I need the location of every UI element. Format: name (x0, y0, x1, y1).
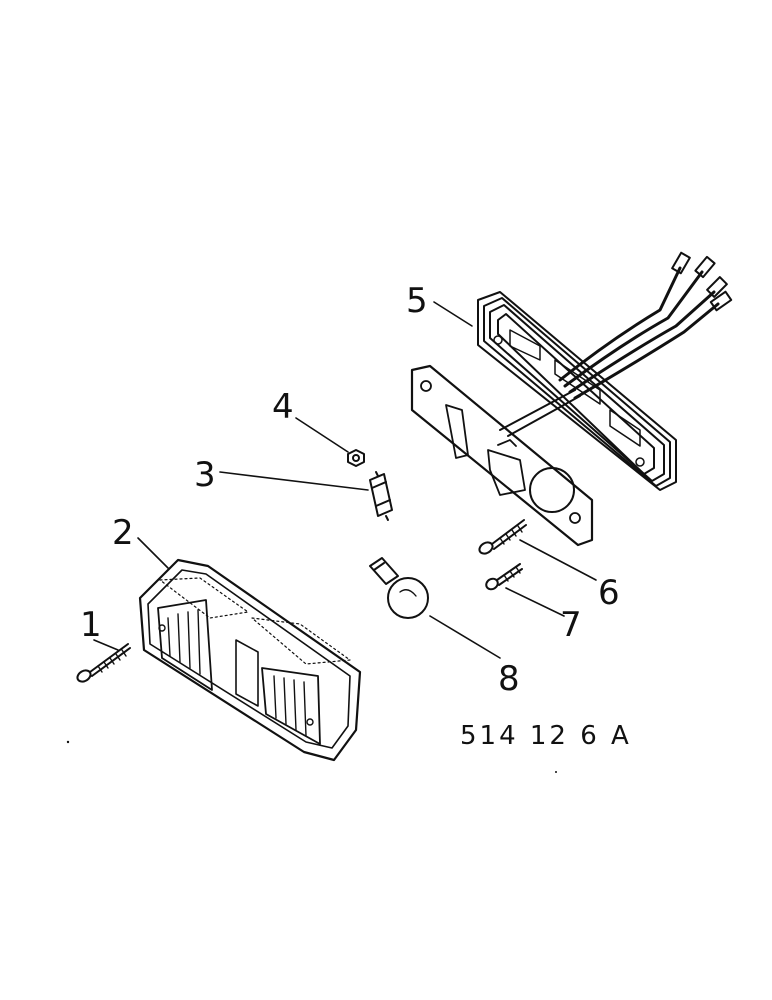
part-7-screw (485, 563, 523, 591)
speck (66, 740, 70, 744)
callout-4: 4 (272, 387, 294, 427)
part-8-bulb (369, 557, 429, 619)
drawing-code: 514 12 6 A (460, 721, 632, 751)
callout-8: 8 (498, 659, 520, 699)
callout-7: 7 (560, 605, 582, 645)
wire-harness (499, 251, 733, 437)
callout-2: 2 (112, 513, 134, 553)
leader-lines (93, 301, 597, 659)
part-3-festoon-bulb (369, 471, 393, 521)
part-6-screw (478, 519, 527, 555)
part-1-screw (76, 643, 131, 683)
part-4-nut (347, 449, 365, 467)
callout-1: 1 (80, 605, 102, 645)
part-5-base-plate (410, 364, 594, 547)
callout-3: 3 (194, 455, 216, 495)
part-2-lens-housing (138, 558, 362, 762)
callout-5: 5 (406, 281, 428, 321)
part-5-gasket (477, 291, 677, 491)
callout-6: 6 (598, 573, 620, 613)
speck (555, 771, 557, 773)
